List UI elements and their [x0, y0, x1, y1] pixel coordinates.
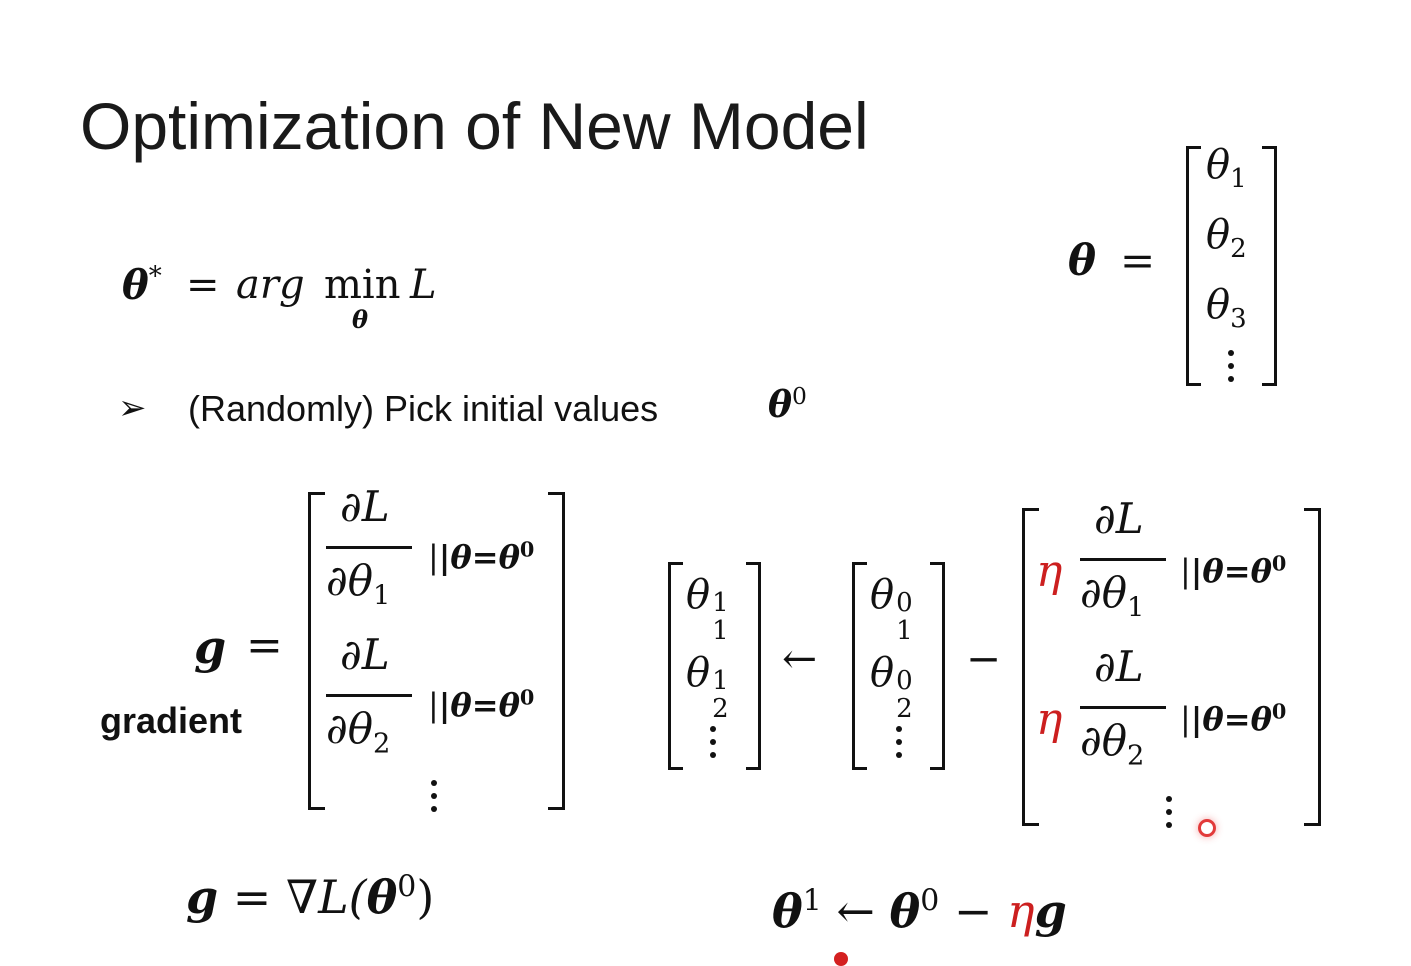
theta-vector-entry-1: θ1 [1206, 142, 1247, 194]
gradient-eq: = [246, 620, 283, 671]
gradient-definition: g = ∇L(θ0) [186, 869, 435, 924]
update-arrow: ← [782, 634, 818, 683]
update-step-row1-eta: η [1036, 546, 1063, 597]
objective-min: min [324, 262, 401, 308]
gradient-row1-evaluation: ||θ=θ0 [428, 536, 535, 576]
update-step-right-bracket [1304, 508, 1321, 826]
gradient-row1-numerator: ∂L [340, 482, 390, 531]
update-definition: θ1 ← θ0 − ηg [772, 883, 1067, 938]
update-new-vdots [710, 726, 716, 765]
bullet-theta0: θ0 [768, 382, 807, 426]
objective-eq: = [186, 262, 220, 308]
theta-vector-right-bracket [1262, 146, 1277, 386]
cursor-pointer-icon [1198, 819, 1216, 837]
objective-min-subscript: θ [352, 305, 369, 334]
objective-lhs: θ* [122, 261, 162, 309]
update-step-row1-numerator: ∂L [1094, 494, 1144, 543]
update-step-row2-numerator: ∂L [1094, 642, 1144, 691]
update-new-left-bracket [668, 562, 683, 770]
update-step-left-bracket [1022, 508, 1039, 826]
theta-vector-entry-3: θ3 [1206, 282, 1247, 334]
objective-arg: arg [236, 262, 305, 308]
theta-vector-left-bracket [1186, 146, 1201, 386]
update-step-row2-evaluation: ||θ=θ0 [1180, 698, 1287, 738]
gradient-row1-denominator: ∂θ1 [326, 556, 391, 612]
bullet-arrow-icon: ➢ [118, 389, 147, 427]
update-step-vdots [1166, 796, 1172, 835]
update-old-vdots [896, 726, 902, 765]
bullet-text: (Randomly) Pick initial values [188, 388, 659, 429]
gradient-right-bracket [548, 492, 565, 810]
gradient-row1-fraction-bar [326, 546, 412, 549]
objective-L: L [410, 262, 437, 308]
gradient-label: gradient [100, 700, 243, 741]
theta-vector-entry-2: θ2 [1206, 212, 1247, 264]
gradient-row2-evaluation: ||θ=θ0 [428, 684, 535, 724]
gradient-row2-denominator: ∂θ2 [326, 704, 391, 760]
gradient-row2-numerator: ∂L [340, 630, 390, 679]
update-step-row1-fraction-bar [1080, 558, 1166, 561]
laser-dot-icon [834, 952, 848, 966]
slide-title: Optimization of New Model [80, 89, 869, 163]
update-step-row2-fraction-bar [1080, 706, 1166, 709]
gradient-g: g [194, 620, 227, 674]
update-step-row1-denominator: ∂θ1 [1080, 568, 1145, 624]
update-old-right-bracket [930, 562, 945, 770]
gradient-row2-fraction-bar [326, 694, 412, 697]
update-old-left-bracket [852, 562, 867, 770]
update-step-row2-eta: η [1036, 694, 1063, 745]
update-new-right-bracket [746, 562, 761, 770]
gradient-vdots [431, 780, 437, 819]
update-minus: − [966, 634, 1002, 683]
theta-vector-eq: = [1120, 236, 1156, 285]
gradient-left-bracket [308, 492, 325, 810]
theta-vector-lhs: θ [1068, 236, 1097, 285]
update-step-row2-denominator: ∂θ2 [1080, 716, 1145, 772]
theta-vector-vdots [1228, 350, 1234, 389]
update-step-row1-evaluation: ||θ=θ0 [1180, 550, 1287, 590]
